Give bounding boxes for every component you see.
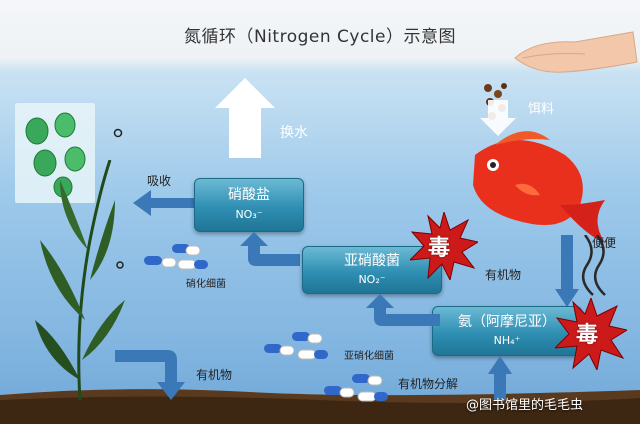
- seaweed-plant-icon: [35, 160, 125, 400]
- organic-bottom-label: 有机物: [196, 368, 233, 382]
- bubbles-icon: [113, 128, 124, 269]
- feces-to-ammonia-arrow: [555, 235, 579, 307]
- feces-icon: [581, 235, 606, 296]
- feed-arrow-icon: [480, 100, 516, 136]
- nitrite-to-nitrate-arrow: [240, 232, 300, 266]
- toxic-starburst-ammonia: [555, 298, 627, 370]
- nitrite-bacteria-icon: [264, 332, 328, 360]
- watermark: @图书馆里的毛毛虫: [466, 398, 584, 413]
- toxic-label-nitrite: 毒: [428, 236, 451, 261]
- absorb-arrow: [133, 190, 195, 216]
- toxic-label-ammonia: 毒: [576, 323, 599, 348]
- organic-decompose-label: 有机物分解: [398, 377, 459, 391]
- nitrate-formula: NO₃⁻: [235, 208, 263, 221]
- absorb-label: 吸收: [147, 174, 172, 188]
- decompose-to-ammonia-arrow: [488, 356, 512, 400]
- nitrite-name: 亚硝酸菌: [344, 253, 400, 269]
- feed-label: 饵料: [528, 102, 555, 117]
- nitrite-bacteria-label: 亚硝化细菌: [344, 351, 394, 362]
- toxic-starburst-nitrite: [410, 212, 478, 280]
- water-change-label: 换水: [280, 125, 308, 141]
- hand-icon: [514, 31, 638, 73]
- decomposer-bacteria-icon: [324, 374, 388, 402]
- algae-cells-icon: [15, 103, 95, 203]
- feces-label: 便便: [592, 236, 617, 250]
- fish-icon: [473, 131, 605, 243]
- nitrite-formula: NO₂⁻: [358, 273, 386, 286]
- ammonia-name: 氨（阿摩尼亚）: [458, 314, 556, 330]
- plant-organic-arrow: [115, 350, 185, 400]
- ammonia-formula: NH₄⁺: [493, 334, 521, 347]
- nitrifying-bacteria-icon: [144, 244, 208, 270]
- water-change-arrow: [215, 78, 275, 158]
- organic-top-label: 有机物: [485, 268, 522, 282]
- nitrifying-bacteria-label: 硝化细菌: [186, 279, 226, 290]
- ammonia-to-nitrite-arrow: [366, 294, 440, 326]
- nitrate-box: 硝酸盐 NO₃⁻: [194, 178, 304, 232]
- nitrate-name: 硝酸盐: [228, 187, 270, 203]
- diagram-title: 氮循环（Nitrogen Cycle）示意图: [183, 27, 456, 47]
